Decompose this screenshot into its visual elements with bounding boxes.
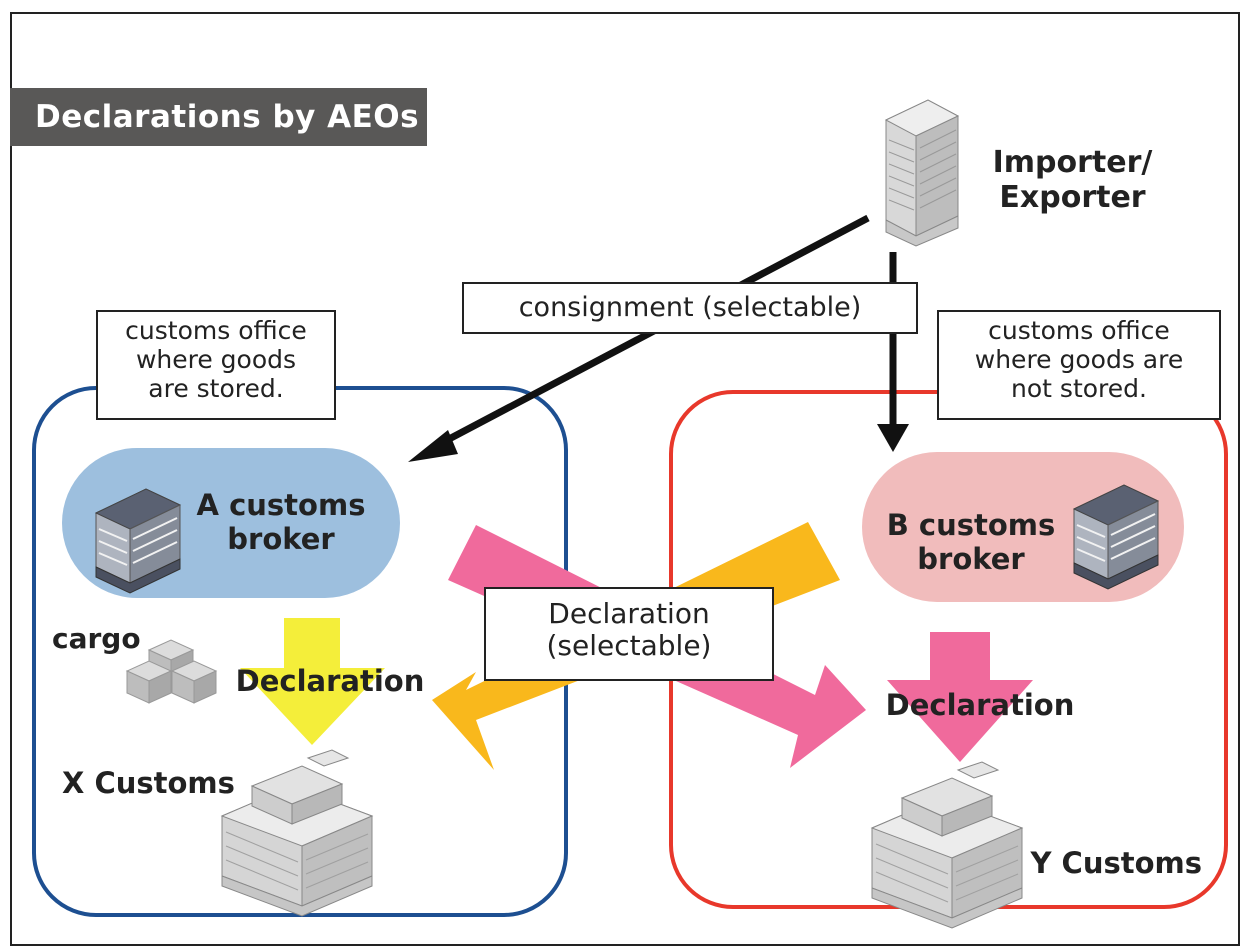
yellow-declaration-arrow xyxy=(240,618,385,745)
b-broker-label: B customs broker xyxy=(886,508,1056,577)
declaration-left-label: Declaration xyxy=(235,664,425,698)
declaration-right-label: Declaration xyxy=(885,688,1075,722)
pink-declaration-arrow xyxy=(887,632,1033,762)
declaration-selectable-box: Declaration (selectable) xyxy=(484,587,774,681)
office-building-icon xyxy=(885,99,959,247)
stored-office-note: customs office where goods are stored. xyxy=(96,310,336,420)
diagram-title: Declarations by AEOs xyxy=(10,88,427,146)
y-customs-label: Y Customs xyxy=(1030,846,1202,880)
consignment-arrows xyxy=(408,214,909,462)
y-customs-building-icon xyxy=(871,761,1023,929)
not-stored-office-note: customs office where goods are not store… xyxy=(937,310,1221,420)
importer-exporter-label: Importer/ Exporter xyxy=(992,145,1153,216)
cargo-label: cargo xyxy=(52,622,141,655)
x-customs-label: X Customs xyxy=(62,766,235,800)
consignment-label-box: consignment (selectable) xyxy=(462,282,918,334)
a-broker-label: A customs broker xyxy=(196,488,366,557)
